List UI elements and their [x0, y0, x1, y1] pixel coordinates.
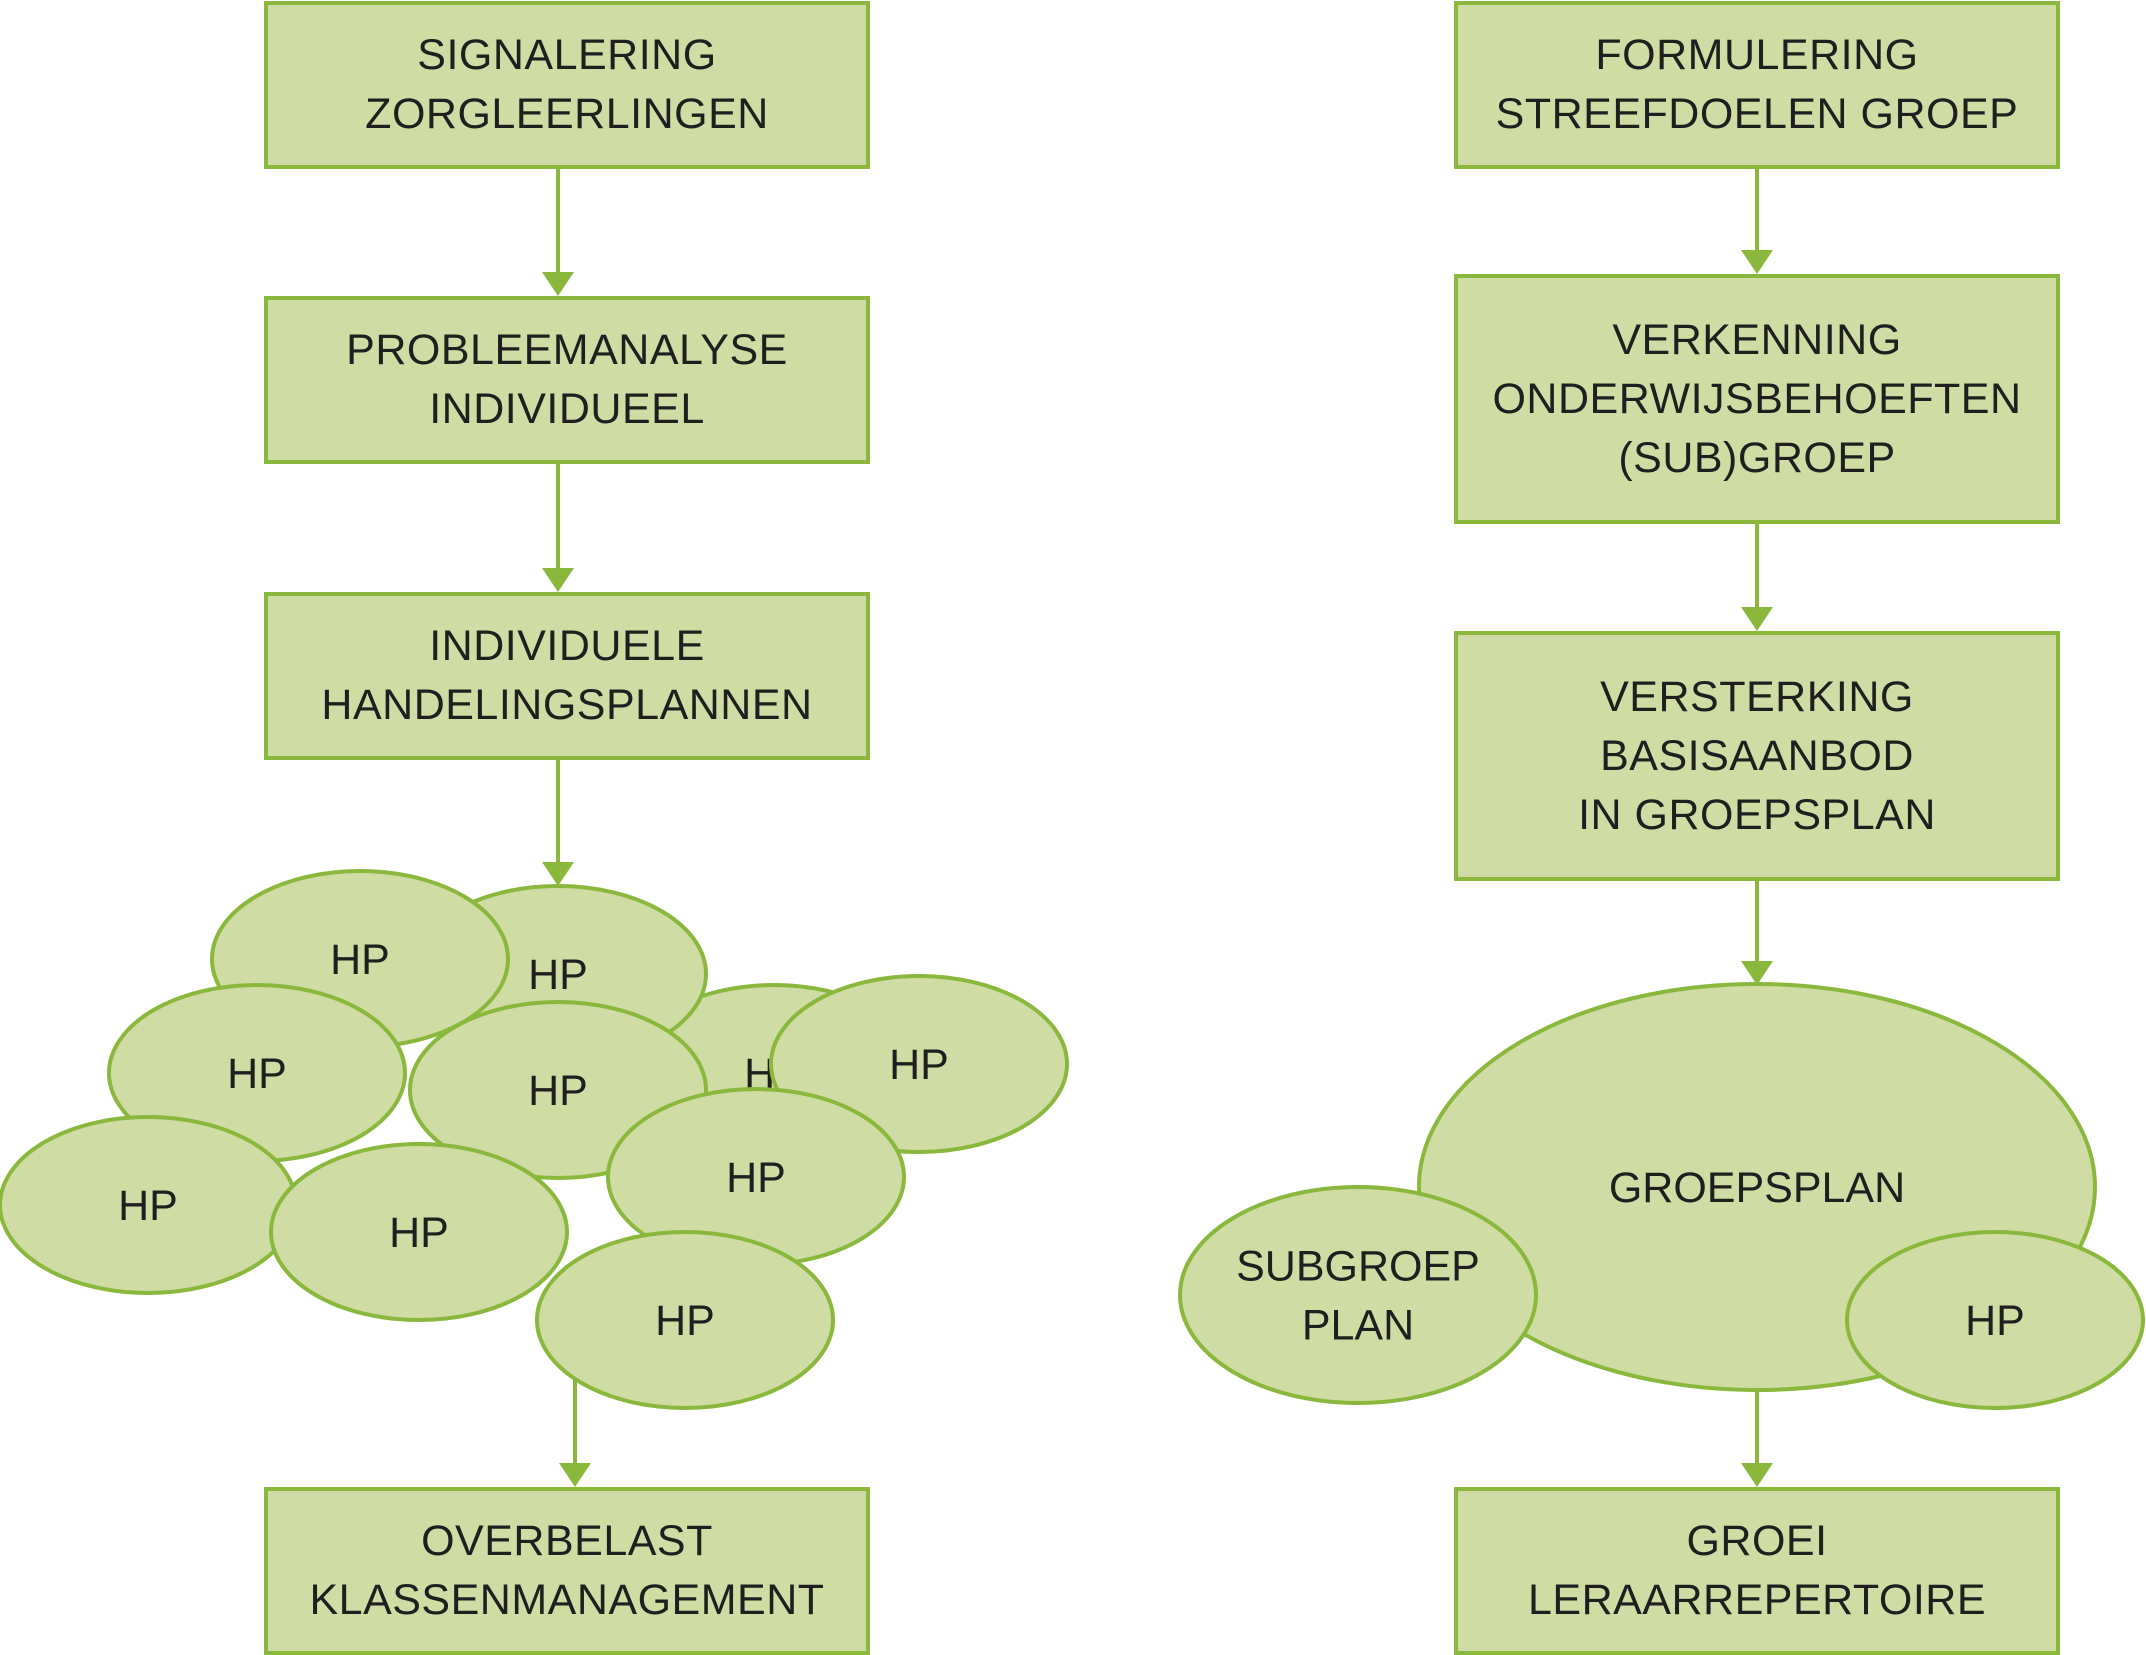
hp-ellipse-label: HP — [118, 1182, 178, 1230]
hp-ellipse-label: HP — [655, 1297, 715, 1345]
hp-ellipse-label: HP — [528, 1067, 588, 1115]
hp-ellipse-right-label: HP — [1965, 1297, 2025, 1345]
arrow-right-2 — [1741, 524, 1773, 631]
hp-ellipse-shape — [269, 1142, 569, 1322]
hp-ellipse-label: HP — [389, 1209, 449, 1257]
hp-ellipse: HP — [606, 1087, 906, 1267]
box-line: ZORGLEERLINGEN — [365, 90, 769, 138]
box-line: IN GROEPSPLAN — [1578, 790, 1936, 839]
arrow-left-2 — [542, 464, 574, 592]
box-verkenning: VERKENNING ONDERWIJSBEHOEFTEN (SUB)GROEP — [1454, 274, 2060, 524]
arrow-left-1 — [542, 169, 574, 296]
box-line: FORMULERING — [1595, 31, 1919, 79]
box-versterking: VERSTERKING BASISAANBOD IN GROEPSPLAN — [1454, 631, 2060, 881]
hp-ellipse-shape — [535, 1230, 835, 1410]
hp-ellipse-label: HP — [726, 1154, 786, 1202]
hp-ellipse: HP — [107, 983, 407, 1163]
ellipse-cluster: HP HP HP HP HP HP HP HP HP HP GROEPSPLAN SUBGROEP PL… — [0, 869, 2145, 1410]
arrow-left-3 — [542, 760, 574, 886]
box-line: GROEI — [1686, 1517, 1828, 1565]
box-formulering: FORMULERING STREEFDOELEN GROEP — [1454, 1, 2060, 169]
arrow-right-1 — [1741, 169, 1773, 274]
box-line: LERAARREPERTOIRE — [1527, 1576, 1987, 1624]
arrow-left-4 — [559, 1380, 591, 1487]
hp-ellipse-label: HP — [227, 1050, 287, 1098]
box-individuele-handelingsplannen: INDIVIDUELE HANDELINGSPLANNEN — [264, 592, 870, 760]
arrow-right-3 — [1741, 881, 1773, 985]
hp-ellipse: HP — [269, 1142, 569, 1322]
box-line: INDIVIDUEEL — [429, 385, 705, 433]
subgroep-plan-ellipse-shape — [1178, 1185, 1538, 1405]
box-line: (SUB)GROEP — [1618, 433, 1896, 482]
box-line: VERSTERKING — [1600, 672, 1914, 721]
arrows — [542, 169, 1773, 1487]
box-line: HANDELINGSPLANNEN — [321, 681, 813, 729]
subgroep-plan-ellipse-label: PLAN — [1302, 1302, 1414, 1350]
box-line: STREEFDOELEN GROEP — [1495, 90, 2019, 138]
box-groei: GROEI LERAARREPERTOIRE — [1454, 1487, 2060, 1655]
box-overbelast: OVERBELAST KLASSENMANAGEMENT — [264, 1487, 870, 1655]
hp-ellipse: HP — [0, 1115, 298, 1295]
box-line: BASISAANBOD — [1600, 731, 1914, 780]
hp-ellipse: HP — [535, 1230, 835, 1410]
hp-ellipse-right: HP — [1845, 1230, 2145, 1410]
hp-ellipse-label: HP — [889, 1041, 949, 1089]
subgroep-plan-ellipse-label: SUBGROEP — [1236, 1243, 1480, 1291]
box-line: INDIVIDUELE — [429, 622, 705, 670]
hp-ellipse-label: HP — [330, 936, 390, 984]
hp-ellipse-right-shape — [1845, 1230, 2145, 1410]
box-line: SIGNALERING — [417, 31, 717, 79]
box-line: OVERBELAST — [421, 1517, 713, 1565]
groepsplan-ellipse-label: GROEPSPLAN — [1609, 1164, 1905, 1212]
box-line: VERKENNING — [1612, 315, 1902, 364]
hp-ellipse-label: HP — [528, 951, 588, 999]
subgroep-plan-ellipse: SUBGROEP PLAN — [1178, 1185, 1538, 1405]
box-line: ONDERWIJSBEHOEFTEN — [1492, 374, 2022, 423]
box-probleemanalyse: PROBLEEMANALYSE INDIVIDUEEL — [264, 296, 870, 464]
box-signalering: SIGNALERING ZORGLEERLINGEN — [264, 1, 870, 169]
box-line: KLASSENMANAGEMENT — [309, 1576, 825, 1624]
box-line: PROBLEEMANALYSE — [346, 326, 788, 374]
arrow-right-4 — [1741, 1390, 1773, 1487]
